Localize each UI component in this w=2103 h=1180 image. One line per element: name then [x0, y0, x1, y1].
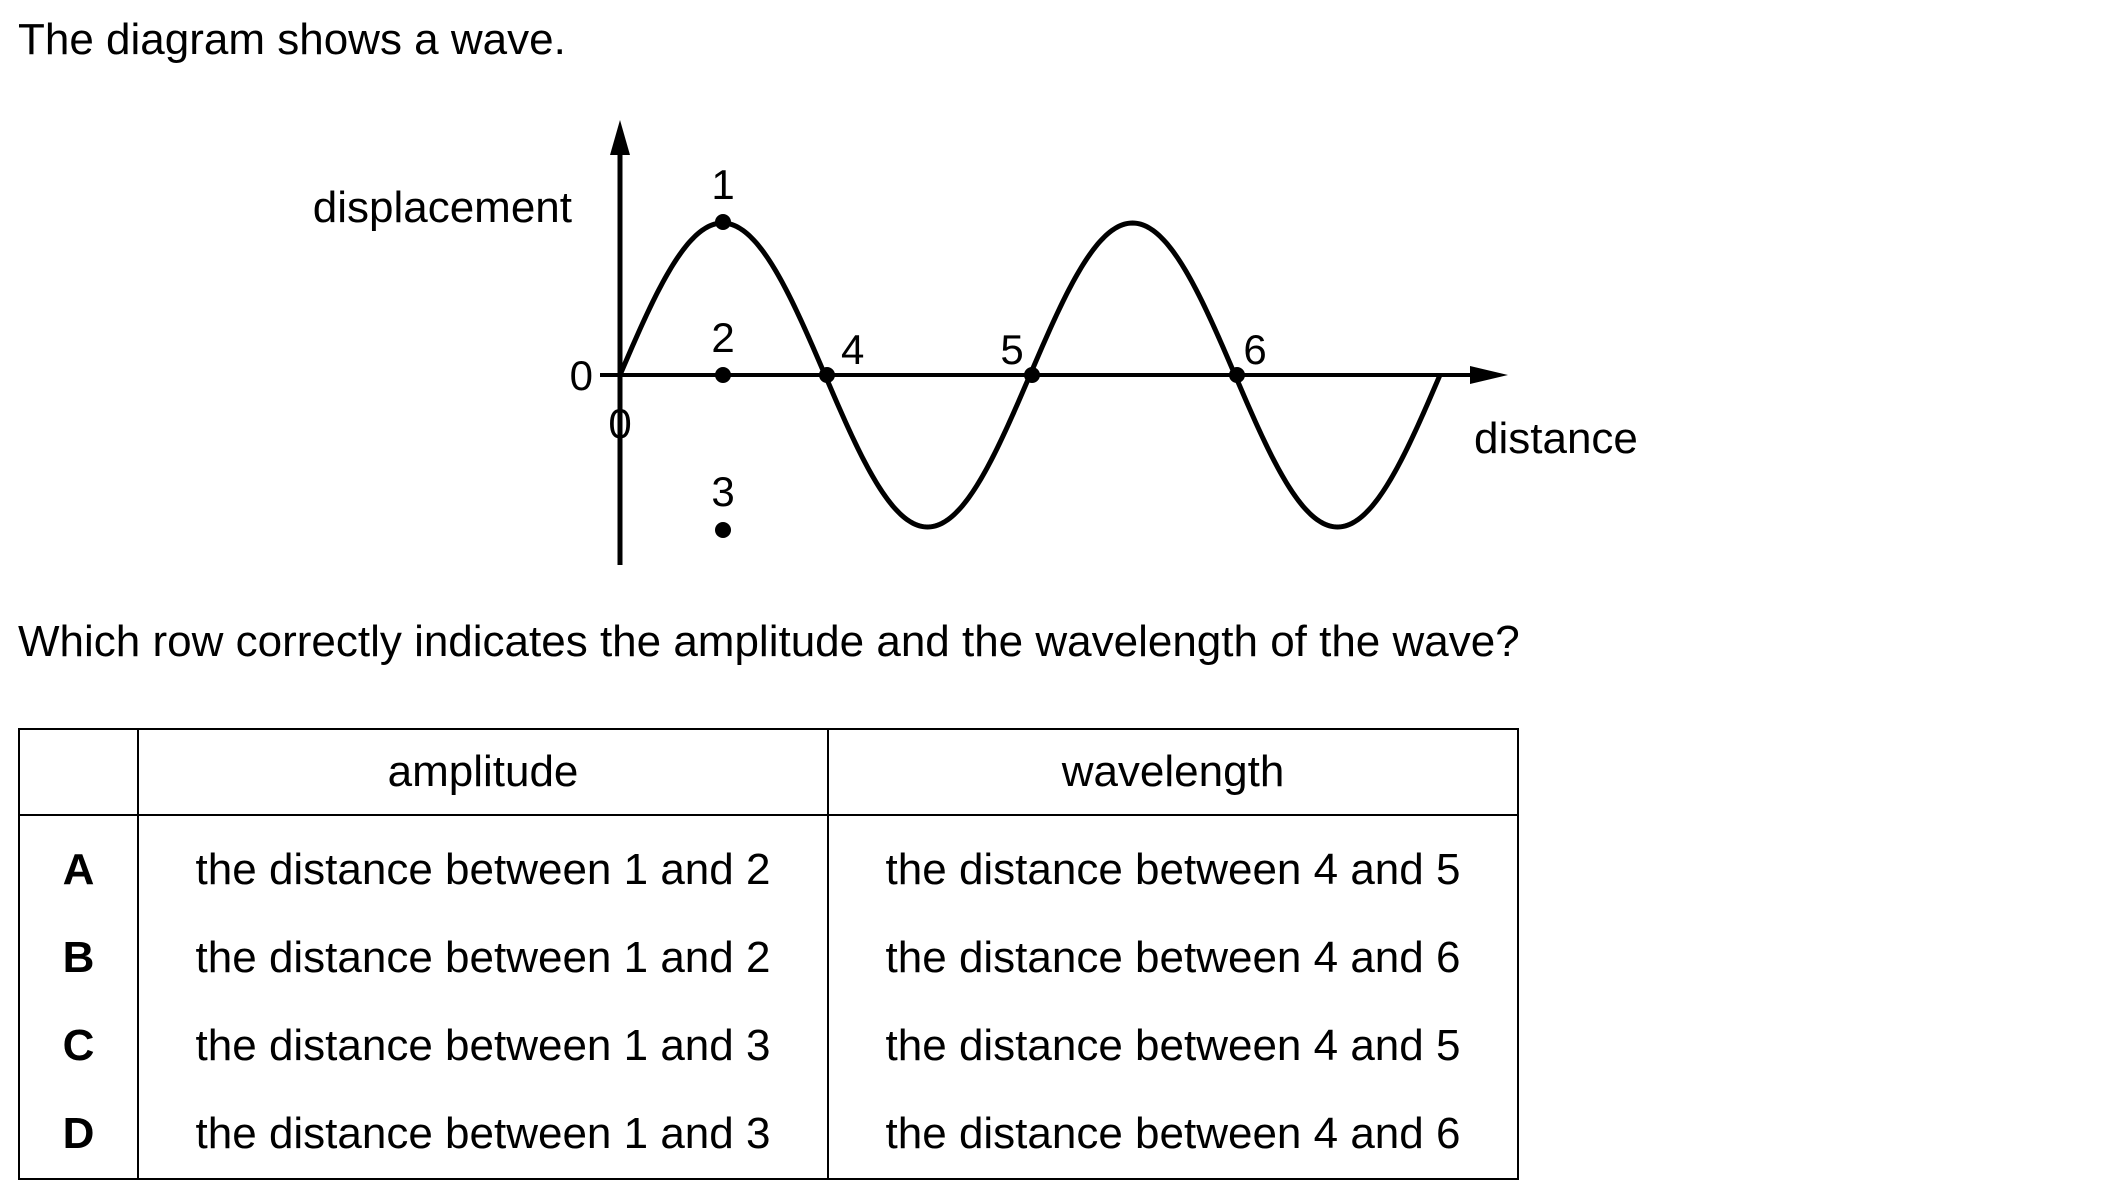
point-2-dot	[715, 367, 731, 383]
answer-row-b[interactable]: B the distance between 1 and 2 the dista…	[18, 914, 1519, 1002]
point-1-label: 1	[711, 161, 734, 208]
option-letter: C	[18, 1002, 139, 1090]
point-2-label: 2	[711, 314, 734, 361]
point-6-dot	[1229, 367, 1245, 383]
y-axis-arrowhead	[610, 120, 630, 155]
answer-row-d[interactable]: D the distance between 1 and 3 the dista…	[18, 1090, 1519, 1180]
answer-row-c[interactable]: C the distance between 1 and 3 the dista…	[18, 1002, 1519, 1090]
option-letter: D	[18, 1090, 139, 1180]
x-axis-arrowhead	[1470, 366, 1508, 384]
wave-diagram: displacement distance 0 0 1 2 3 4 5 6	[313, 120, 1638, 565]
wavelength-cell: the distance between 4 and 5	[827, 1002, 1519, 1090]
option-letter: B	[18, 914, 139, 1002]
wavelength-cell: the distance between 4 and 5	[827, 815, 1519, 914]
point-5-label: 5	[1000, 326, 1023, 373]
amplitude-cell: the distance between 1 and 3	[137, 1090, 829, 1180]
point-1-dot	[715, 214, 731, 230]
wavelength-cell: the distance between 4 and 6	[827, 1090, 1519, 1180]
table-header-row: amplitude wavelength	[18, 728, 1519, 816]
y-origin-label: 0	[570, 352, 593, 399]
header-amplitude: amplitude	[137, 728, 829, 816]
question-text: Which row correctly indicates the amplit…	[18, 617, 1520, 666]
wavelength-cell: the distance between 4 and 6	[827, 914, 1519, 1002]
point-3-label: 3	[711, 468, 734, 515]
x-origin-label: 0	[608, 400, 631, 447]
amplitude-cell: the distance between 1 and 2	[137, 914, 829, 1002]
header-wavelength: wavelength	[827, 728, 1519, 816]
amplitude-cell: the distance between 1 and 3	[137, 1002, 829, 1090]
answer-row-a[interactable]: A the distance between 1 and 2 the dista…	[18, 815, 1519, 914]
y-axis-label: displacement	[313, 183, 572, 232]
intro-text: The diagram shows a wave.	[18, 15, 566, 64]
answer-table: amplitude wavelength A the distance betw…	[18, 728, 1519, 1180]
point-4-label: 4	[841, 326, 864, 373]
point-3-dot	[715, 522, 731, 538]
amplitude-cell: the distance between 1 and 2	[137, 815, 829, 914]
option-letter: A	[18, 815, 139, 914]
header-blank	[18, 728, 139, 816]
point-6-label: 6	[1243, 326, 1266, 373]
x-axis-label: distance	[1474, 414, 1638, 463]
point-4-dot	[819, 367, 835, 383]
point-5-dot	[1024, 367, 1040, 383]
